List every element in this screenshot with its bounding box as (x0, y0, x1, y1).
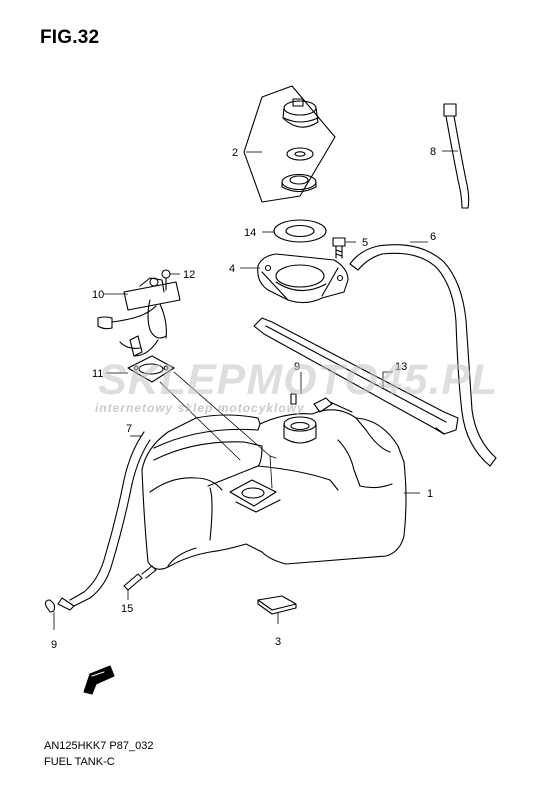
callout-leaders (53, 150, 458, 630)
tank-stud-bolt (123, 565, 157, 591)
cushion-pad (257, 595, 297, 615)
callout-11: 11 (92, 368, 103, 380)
watermark-tagline: internetowy sklep motocyklowy (95, 401, 305, 415)
callout-8: 8 (430, 146, 436, 158)
callout-4: 4 (229, 263, 235, 275)
diagram-code: AN125HKK7 P87_032 (44, 740, 154, 752)
fuel-level-gauge (97, 277, 181, 357)
breather-hose (349, 244, 497, 467)
gauge-gasket (127, 355, 175, 383)
callout-6: 6 (430, 231, 436, 243)
filler-neck-holder (257, 253, 349, 304)
callout-9-upper: 9 (294, 361, 300, 373)
callout-7: 7 (126, 423, 132, 435)
watermark-brand: SKLEPMOTO45.PL (98, 356, 499, 404)
tank-band (253, 317, 459, 435)
callout-1: 1 (427, 488, 433, 500)
callout-13: 13 (395, 361, 407, 373)
callout-9-lower: 9 (51, 639, 57, 651)
fuel-tank (141, 397, 407, 570)
assembly-guide-lines (159, 371, 277, 489)
bolt (332, 237, 346, 259)
cable-tie (443, 103, 470, 209)
hose-clip-upper (290, 393, 297, 405)
callout-2: 2 (232, 147, 238, 159)
fuel-hose (57, 431, 151, 611)
callout-10: 10 (92, 289, 104, 301)
callout-5: 5 (362, 237, 368, 249)
hose-clip-lower (44, 599, 56, 613)
fuel-cap-kit (243, 85, 336, 203)
figure-number: FIG.32 (40, 27, 100, 48)
callout-3: 3 (275, 636, 281, 648)
diagram-name: FUEL TANK-C (44, 756, 115, 768)
front-direction-arrow-icon (83, 665, 115, 695)
callout-14: 14 (244, 227, 256, 239)
callout-12: 12 (183, 269, 195, 281)
packing-ring (273, 219, 327, 243)
callout-15: 15 (121, 603, 133, 615)
